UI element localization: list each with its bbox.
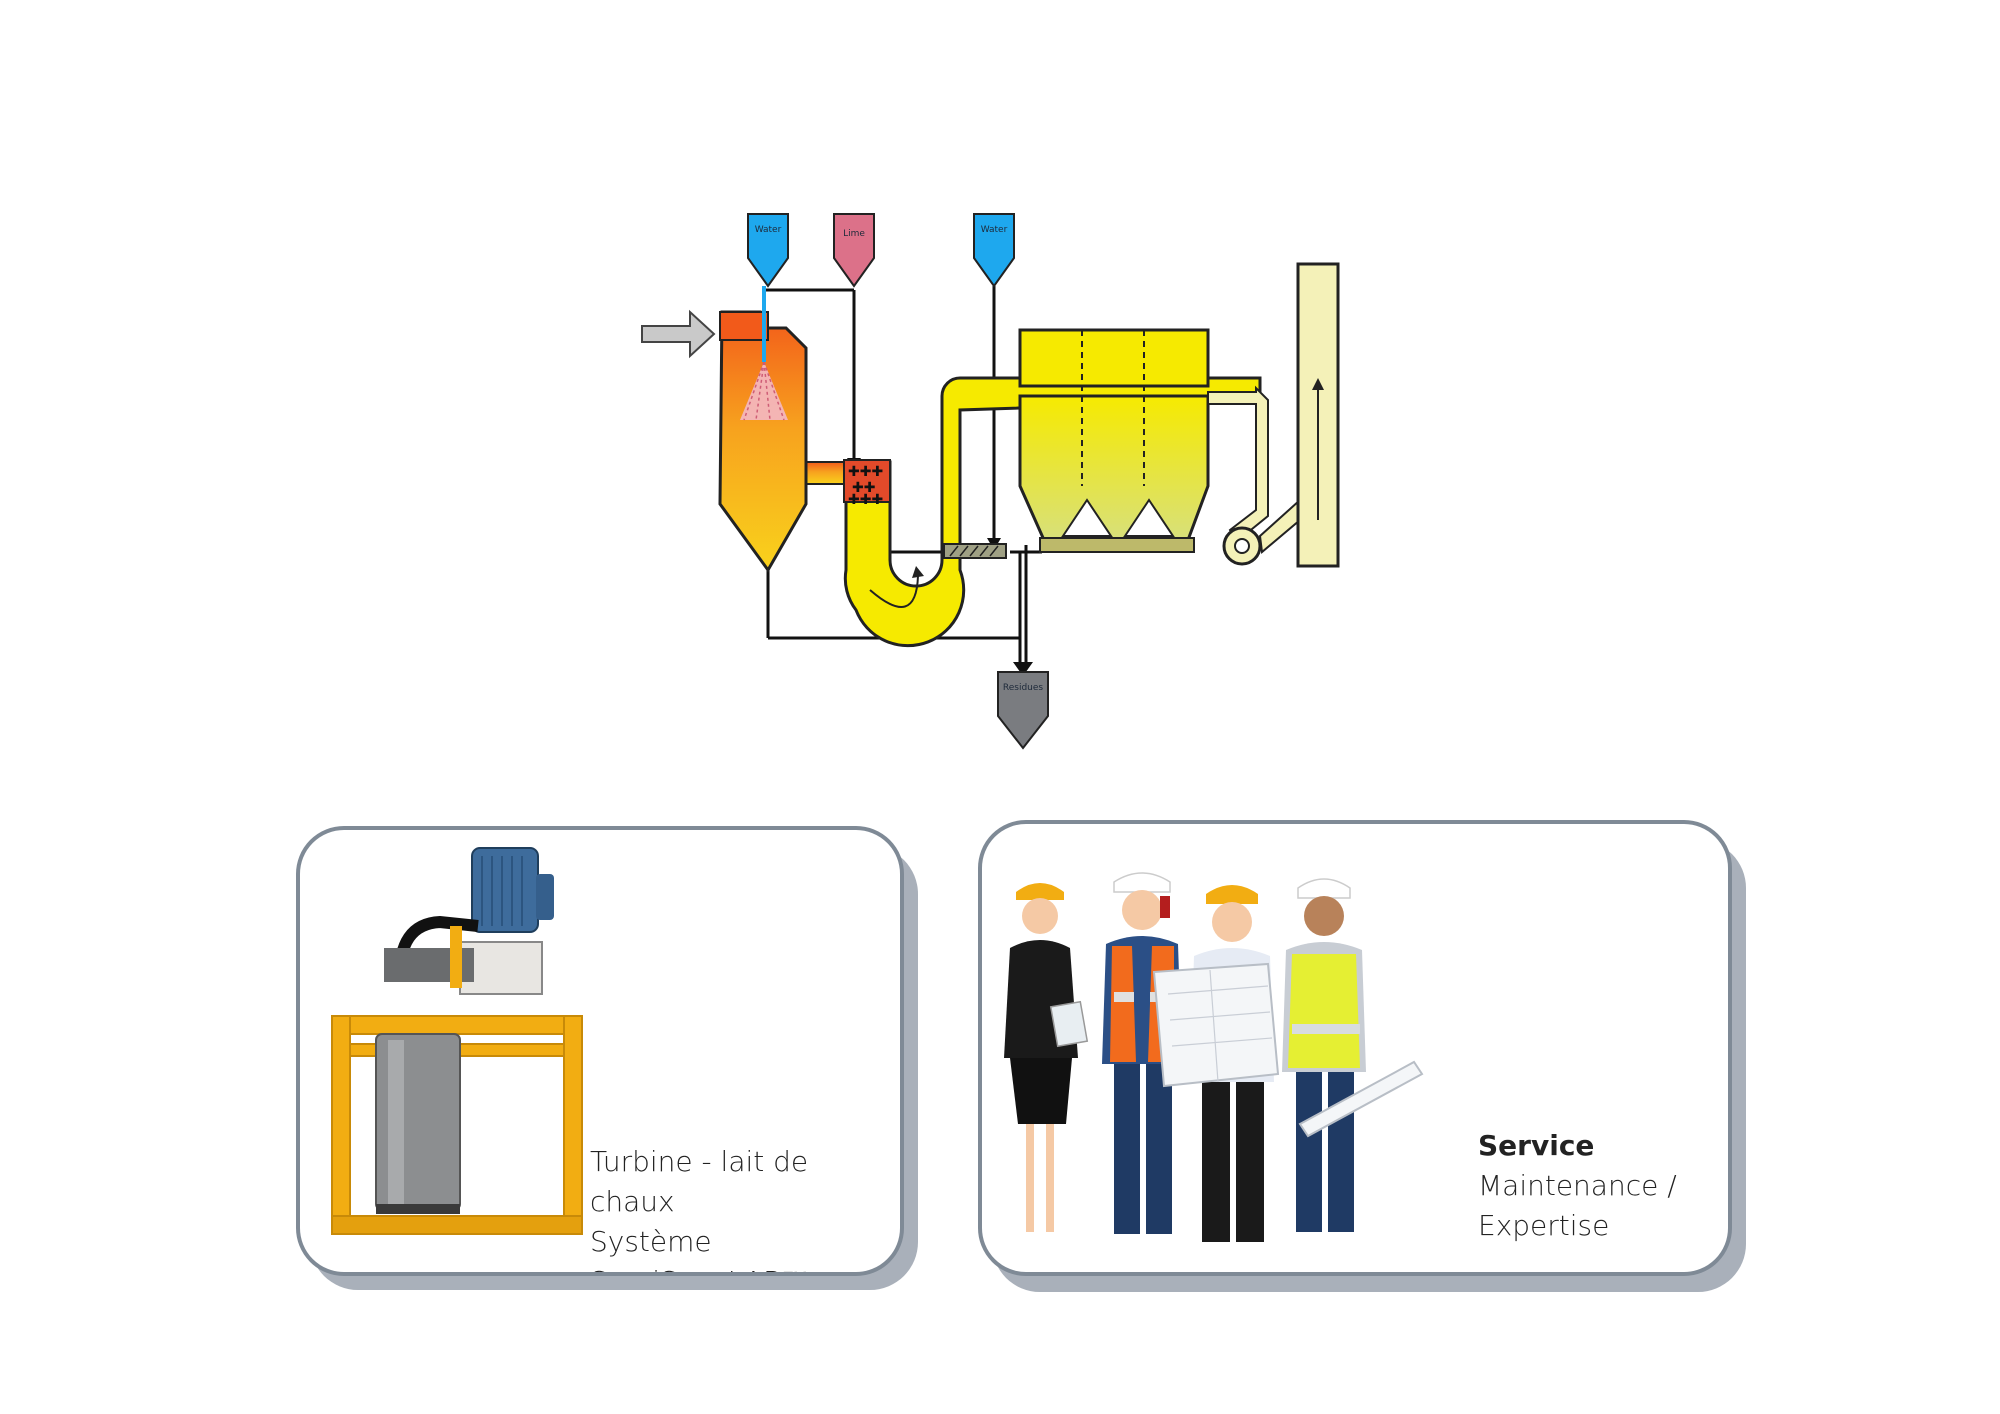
svg-text:✚✚✚: ✚✚✚ <box>848 492 883 508</box>
turbine-line-1: Turbine - lait de chaux <box>590 1145 809 1218</box>
bag-filter <box>1018 328 1210 553</box>
process-diagram: ✚✚✚ ✚✚ ✚✚✚ <box>641 213 1340 750</box>
svg-text:✚✚✚: ✚✚✚ <box>848 464 883 480</box>
service-line-2: Expertise <box>1478 1209 1610 1242</box>
turbine-line-2: Système <box>590 1225 712 1258</box>
residues-label: Residues <box>1003 683 1044 693</box>
water-label-2: Water <box>981 225 1008 235</box>
turbine-card[interactable]: Turbine - lait de chaux Système SemiSeco… <box>296 826 904 1276</box>
water-hopper-1: Water <box>747 213 789 288</box>
turbine-machine-icon <box>331 847 583 1235</box>
lime-hopper: Lime <box>833 213 875 288</box>
duct-connector <box>803 461 847 485</box>
engineer-4 <box>1282 878 1424 1232</box>
residues-hopper: Residues <box>997 671 1049 750</box>
fan-and-stack <box>1207 262 1340 568</box>
service-title: Service <box>1478 1129 1595 1162</box>
engineer-1 <box>1004 883 1089 1232</box>
turbine-caption: Turbine - lait de chaux Système SemiSeco… <box>590 1142 900 1272</box>
service-card[interactable]: Service Maintenance / Expertise <box>978 820 1732 1276</box>
svg-text:✚✚: ✚✚ <box>852 480 875 496</box>
lime-injection-box: ✚✚✚ ✚✚ ✚✚✚ <box>843 459 891 508</box>
water-label-1: Water <box>755 225 782 235</box>
engineers-group-icon <box>1004 872 1424 1242</box>
u-duct <box>843 376 1262 648</box>
spray-dryer-reactor <box>718 286 808 573</box>
water-hopper-2: Water <box>973 213 1015 288</box>
screw-conveyor <box>943 543 1007 559</box>
service-caption: Service Maintenance / Expertise <box>1478 1126 1677 1246</box>
engineer-3 <box>1152 885 1280 1242</box>
gas-inlet-arrow <box>641 309 716 359</box>
lime-label: Lime <box>843 229 865 239</box>
turbine-line-3: SemiSecoLAB™ <box>590 1262 900 1272</box>
service-line-1: Maintenance / <box>1478 1169 1677 1202</box>
